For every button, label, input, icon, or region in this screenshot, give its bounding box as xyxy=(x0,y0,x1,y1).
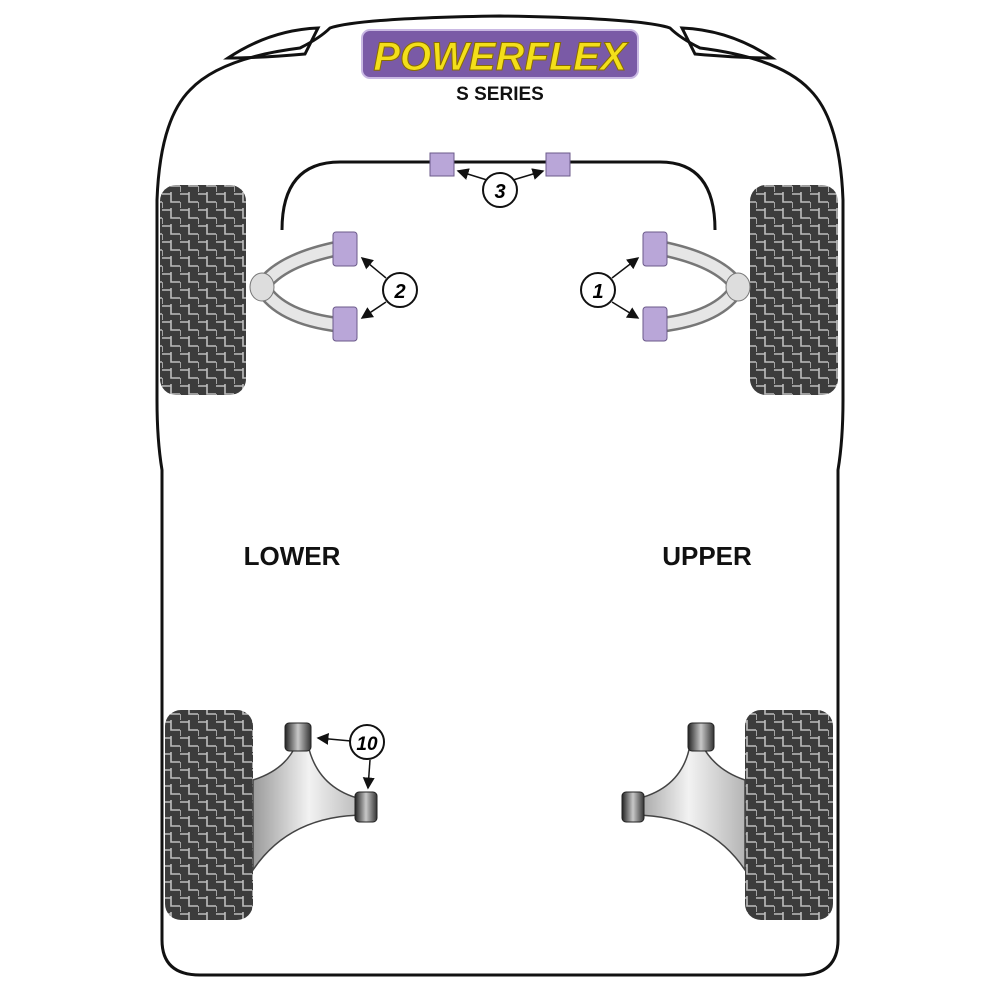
anti-roll-bar xyxy=(280,160,717,231)
ball-joint-left xyxy=(249,272,275,302)
right-light-outline xyxy=(679,26,777,60)
callout-10: 10 xyxy=(349,724,385,760)
svg-text:1: 1 xyxy=(592,281,603,303)
bushing-3-left xyxy=(429,152,455,177)
tyre-front-right xyxy=(750,185,838,395)
callout-3: 3 xyxy=(482,172,518,208)
callout-1: 1 xyxy=(580,272,616,308)
tyre-front-left xyxy=(160,185,246,395)
callout-2: 2 xyxy=(382,272,418,308)
logo-text: POWERFLEX xyxy=(373,35,629,79)
rear-right-arm xyxy=(631,744,746,873)
rear-bushings xyxy=(284,722,715,823)
svg-text:2: 2 xyxy=(393,281,405,303)
svg-text:3: 3 xyxy=(494,181,505,203)
callout-arrows xyxy=(316,168,640,790)
left-light-outline xyxy=(223,26,321,60)
tyre-rear-left xyxy=(165,710,253,920)
powerflex-logo: POWERFLEX xyxy=(361,29,639,80)
svg-text:10: 10 xyxy=(356,734,378,755)
car-body-outline xyxy=(155,14,845,977)
bushing-3-right xyxy=(545,152,571,177)
upper-label: UPPER xyxy=(662,541,752,571)
ball-joint-right xyxy=(725,272,751,302)
series-label: S SERIES xyxy=(456,84,544,105)
rear-left-arm xyxy=(252,744,366,873)
front-bushings xyxy=(332,231,668,342)
tyre-rear-right xyxy=(745,710,833,920)
lower-label: LOWER xyxy=(244,541,341,571)
